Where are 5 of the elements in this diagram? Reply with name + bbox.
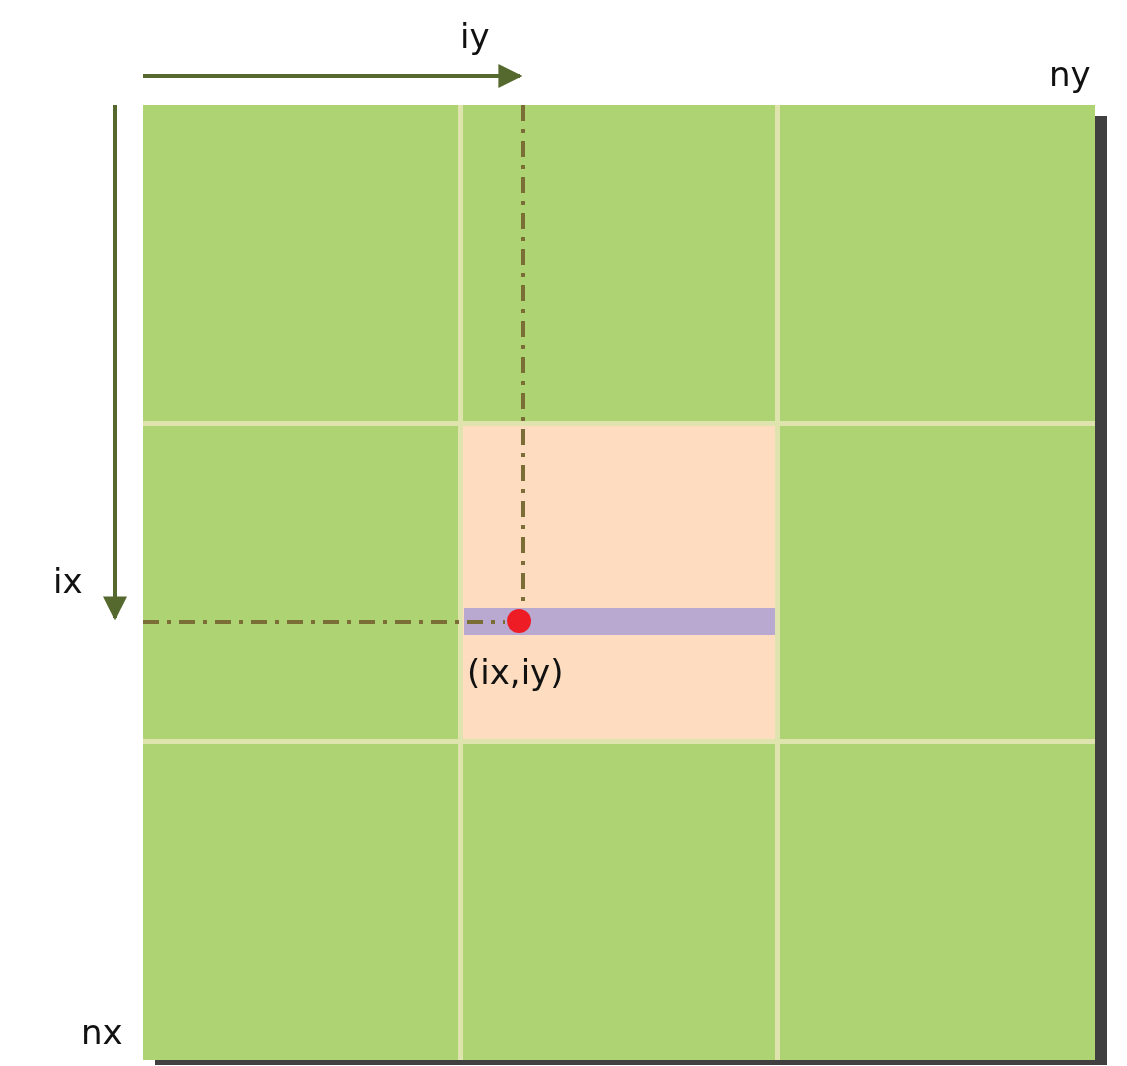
axis-label: ny — [1049, 54, 1091, 94]
axis-label: nx — [81, 1012, 123, 1052]
axis-label: iy — [460, 16, 490, 56]
axis-label: ix — [53, 561, 83, 601]
point-label: (ix,iy) — [467, 652, 564, 692]
